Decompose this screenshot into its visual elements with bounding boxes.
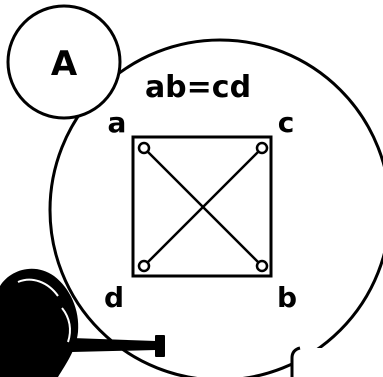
circle-node-icon — [255, 259, 269, 273]
tape-measure-blade — [72, 338, 156, 352]
tape-measure-highlight — [17, 278, 59, 297]
corner-label-d: d — [104, 281, 124, 314]
corner-label-a: a — [108, 106, 127, 139]
a-badge: A — [6, 4, 122, 120]
circle-gap-edge — [290, 346, 301, 377]
badge-letter: A — [51, 44, 78, 84]
circle-node-icon — [137, 141, 151, 155]
square-figure — [131, 135, 273, 278]
tape-measure-icon — [0, 268, 165, 377]
tape-measure-bumper — [40, 318, 67, 377]
circle-node-icon — [255, 141, 269, 155]
tape-measure-hook — [155, 335, 165, 357]
badge-circle — [6, 4, 122, 120]
circle-node-icon — [137, 259, 151, 273]
circle-gap — [292, 348, 383, 377]
diagonal-c-d — [143, 147, 263, 267]
corner-label-c: c — [278, 106, 295, 139]
corner-label-b: b — [277, 281, 297, 314]
tape-measure-highlight — [61, 307, 71, 343]
equation-label: ab=cd — [145, 70, 251, 105]
